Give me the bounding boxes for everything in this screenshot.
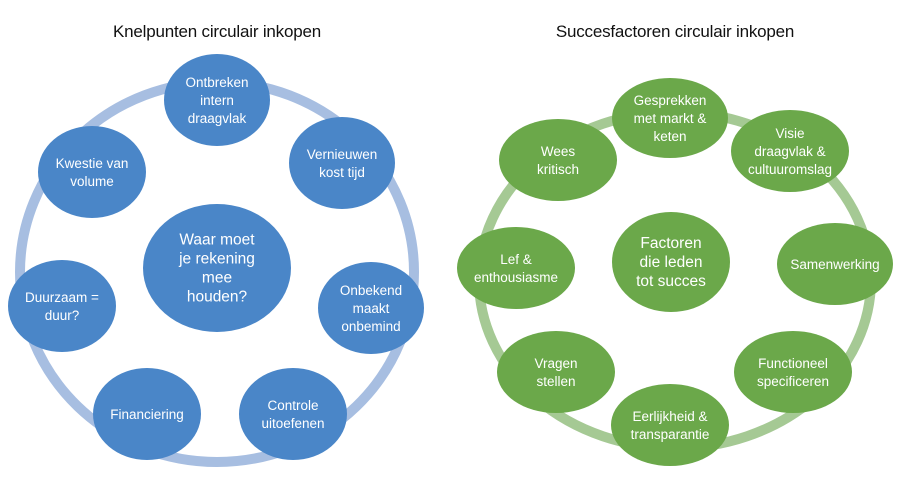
cycle-node: Kwestie van volume [38,126,146,218]
cycle-node-shape [239,368,347,460]
node-text-line: mee [202,270,232,287]
node-text-line: keten [653,129,686,144]
node-text-line: Factoren [640,235,701,252]
cycle-node: Gesprekken met markt & keten [612,78,728,158]
cycle-node-label: Duurzaam = duur? [25,290,99,323]
cycle-node-shape [497,331,615,413]
node-text-line: Gesprekken [634,93,707,108]
cycle-node-label: Functioneel specificeren [757,356,829,389]
node-text-line: Lef & [500,252,532,267]
cycle-node: Samenwerking [777,223,893,305]
center-node-label: Waar moet je rekening mee houden? [178,232,255,306]
cycle-node-shape [93,368,201,460]
center-node-shape [143,204,291,332]
cycle-node-label: Onbekend maakt onbemind [340,283,402,334]
cycle-node-shape [457,227,575,309]
node-text-line: Ontbreken [185,75,248,90]
cycle-node: Lef & enthousiasme [457,227,575,309]
cycle-node: Onbekend maakt onbemind [318,262,424,354]
node-text-line: Vernieuwen [307,147,378,162]
node-text-line: met markt & [634,111,707,126]
center-node: Waar moet je rekening mee houden? [143,204,291,332]
cycle-node-shape [731,110,849,192]
cycle-node-shape [289,117,395,209]
cycle-node: Visie draagvlak & cultuuromslag [731,110,849,192]
node-text-line: Waar moet [179,232,255,249]
cycle-node-label: Lef & enthousiasme [474,252,558,285]
node-text-line: tot succes [636,273,706,290]
cycle-node-shape [734,331,852,413]
diagram-title-succesfactoren: Succesfactoren circulair inkopen [555,22,795,41]
cycle-node-shape [164,54,270,146]
cycle-node-label: Kwestie van volume [56,156,129,189]
cycle-diagram-succesfactoren: Gesprekken met markt & keten Visie draagvlak… [457,78,893,466]
cycle-node-label: Eerlijkheid & transparantie [631,409,710,442]
center-node-shape [612,212,730,312]
node-text-line: kritisch [537,162,579,177]
node-text-line: je rekening [178,251,255,268]
cycle-node-label: Ontbreken intern draagvlak [185,75,248,126]
node-text-line: Financiering [110,407,184,422]
node-text-line: uitoefenen [261,416,324,431]
diagram-title-knelpunten: Knelpunten circulair inkopen [113,22,321,41]
cycle-node-label: Visie draagvlak & cultuuromslag [748,126,832,177]
cycle-node-label: Gesprekken met markt & keten [634,93,707,144]
node-text-line: Onbekend [340,283,402,298]
cycle-node-shape [499,119,617,201]
cycle-node-label: Vragen stellen [534,356,577,389]
node-text-line: Duurzaam = [25,290,99,305]
node-text-line: draagvlak [188,111,247,126]
node-text-line: enthousiasme [474,270,558,285]
cycle-node-shape [777,223,893,305]
center-node-label: Factoren die leden tot succes [636,235,706,290]
node-text-line: cultuuromslag [748,162,832,177]
node-text-line: draagvlak & [754,144,825,159]
node-text-line: volume [70,174,114,189]
node-text-line: transparantie [631,427,710,442]
node-text-line: specificeren [757,374,829,389]
cycle-node: Wees kritisch [499,119,617,201]
node-text-line: Controle [267,398,318,413]
cycle-node: Vragen stellen [497,331,615,413]
node-text-line: Visie [775,126,804,141]
cycle-node: Functioneel specificeren [734,331,852,413]
cycle-node-shape [8,260,116,352]
node-text-line: Functioneel [758,356,828,371]
cycle-node: Duurzaam = duur? [8,260,116,352]
cycle-node-shape [611,384,729,466]
cycle-node-label: Financiering [110,407,184,422]
cycle-node-label: Vernieuwen kost tijd [307,147,378,180]
cycle-node-shape [38,126,146,218]
node-text-line: houden? [187,289,248,306]
node-text-line: intern [200,93,234,108]
node-text-line: Samenwerking [790,257,879,272]
cycle-node: Financiering [93,368,201,460]
node-text-line: stellen [536,374,575,389]
node-text-line: Kwestie van [56,156,129,171]
node-text-line: kost tijd [319,165,365,180]
node-text-line: maakt [353,301,390,316]
cycle-node: Vernieuwen kost tijd [289,117,395,209]
node-text-line: Wees [541,144,576,159]
node-text-line: onbemind [341,319,400,334]
node-text-line: Vragen [534,356,577,371]
cycle-node-label: Wees kritisch [537,144,579,177]
node-text-line: duur? [45,308,80,323]
cycle-node: Controle uitoefenen [239,368,347,460]
node-text-line: Eerlijkheid & [632,409,707,424]
cycle-node-label: Controle uitoefenen [261,398,324,431]
node-text-line: die leden [640,254,703,271]
cycle-node: Eerlijkheid & transparantie [611,384,729,466]
cycle-node-label: Samenwerking [790,257,879,272]
center-node: Factoren die leden tot succes [612,212,730,312]
cycle-node-shape [318,262,424,354]
cycle-node: Ontbreken intern draagvlak [164,54,270,146]
cycle-node-shape [612,78,728,158]
